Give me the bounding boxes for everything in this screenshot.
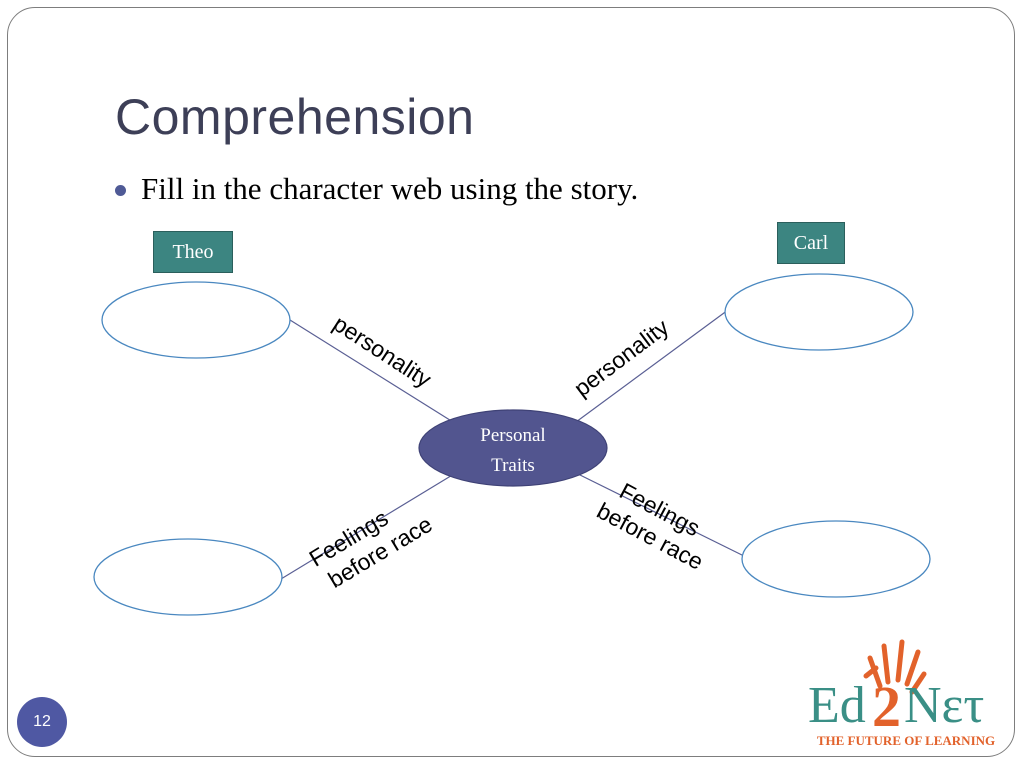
- label-feelings-right: Feelings before race: [593, 478, 708, 575]
- slide: Comprehension Fill in the character web …: [7, 7, 1015, 757]
- label-feelings-left: Feelings before race: [305, 505, 437, 593]
- connector-line-top-right: [575, 309, 729, 423]
- center-label-line2: Traits: [491, 455, 535, 476]
- trait-ellipse-top-left[interactable]: [101, 281, 291, 359]
- logo-text-net: Nετ: [904, 677, 984, 734]
- character-box-theo: Theo: [153, 231, 233, 273]
- trait-ellipse-top-right[interactable]: [724, 273, 914, 351]
- logo-text-two: 2: [872, 674, 901, 739]
- bullet-text: Fill in the character web using the stor…: [141, 171, 639, 206]
- page-number-badge: 12: [17, 697, 67, 747]
- character-web: Personal Traits personality personality …: [93, 273, 931, 616]
- logo-text-ed: Ed: [808, 677, 866, 734]
- label-personality-left: personality: [329, 310, 437, 393]
- character-box-carl: Carl: [777, 222, 845, 264]
- connector-line-bottom-left: [280, 473, 455, 580]
- ed2net-logo: Ed 2 Nετ THE FUTURE OF LEARNING: [808, 639, 995, 748]
- center-ellipse: [418, 409, 608, 487]
- connector-line-bottom-right: [577, 473, 747, 558]
- logo-tagline: THE FUTURE OF LEARNING: [817, 733, 995, 748]
- trait-ellipse-bottom-left[interactable]: [93, 538, 283, 616]
- bullet-item: Fill in the character web using the stor…: [115, 171, 638, 207]
- hand-icon: [863, 639, 927, 695]
- slide-title: Comprehension: [115, 89, 475, 145]
- trait-ellipse-bottom-right[interactable]: [741, 520, 931, 598]
- connector-line-top-left: [289, 319, 454, 423]
- center-label-line1: Personal: [480, 425, 545, 446]
- bullet-dot-icon: [115, 184, 126, 196]
